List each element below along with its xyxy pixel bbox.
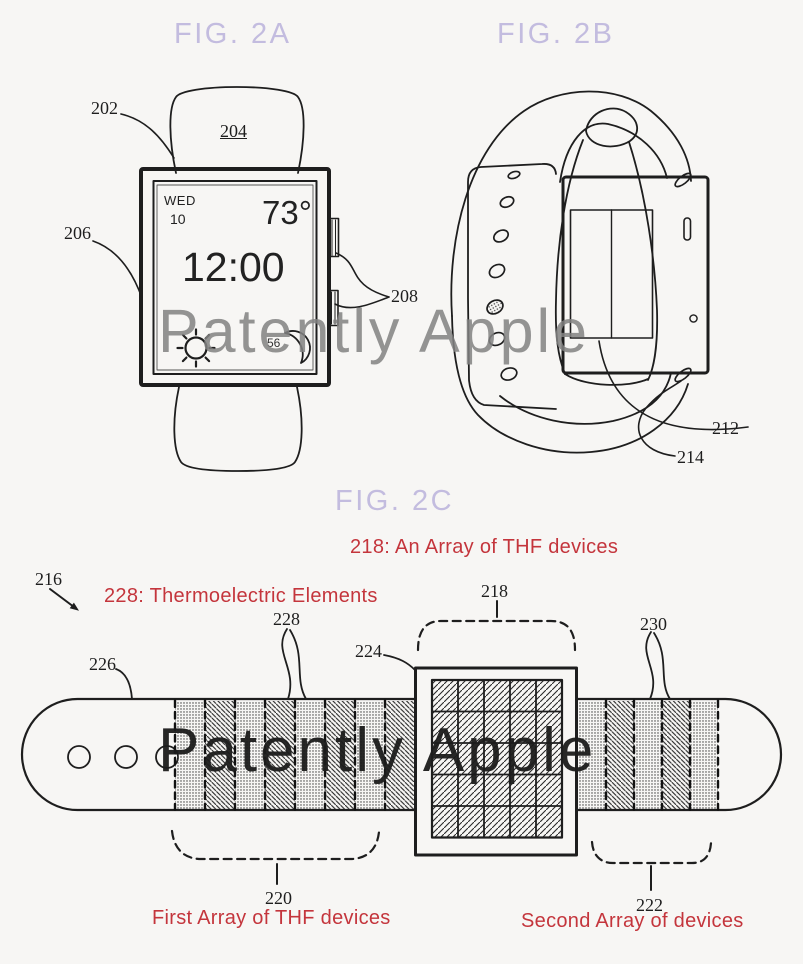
ref-212: 212 xyxy=(712,418,739,438)
band-loop-outer xyxy=(450,90,692,317)
fig2b-drawing xyxy=(450,90,749,457)
sun-icon xyxy=(176,328,216,368)
ref-222: 222 xyxy=(636,895,663,915)
strap-holes xyxy=(486,170,521,381)
arrow-216 xyxy=(49,588,79,611)
ref-220: 220 xyxy=(265,888,292,908)
bracket-218 xyxy=(416,619,577,652)
watermark-patently-apple-top: Patently Apple xyxy=(158,297,591,365)
moon-icon xyxy=(284,330,311,364)
strap-end-loop xyxy=(585,107,638,148)
thf-module-gridlines xyxy=(431,679,563,839)
side-button-bottom xyxy=(328,289,339,327)
watch-face-date: 10 xyxy=(170,211,186,227)
leader-208 xyxy=(334,252,390,309)
side-slot xyxy=(683,217,692,241)
ref-224: 224 xyxy=(355,641,382,661)
front-strap-right-edge xyxy=(628,141,659,381)
case-back xyxy=(561,175,710,375)
bracket-222 xyxy=(590,840,713,865)
ref-226: 226 xyxy=(89,654,116,674)
band-loop-inner xyxy=(559,122,668,183)
watch-screen-inner-line xyxy=(156,184,314,371)
fig2c-drawing xyxy=(20,588,783,891)
caption-first-array-220: First Array of THF devices xyxy=(152,907,391,929)
ref-206: 206 xyxy=(64,223,91,243)
leader-206 xyxy=(92,240,143,299)
fig2a-title: FIG. 2A xyxy=(174,18,292,50)
leader-202 xyxy=(120,113,175,159)
leader-230 xyxy=(645,631,671,700)
watch-face-temperature: 73° xyxy=(262,194,312,231)
watch-face-day: WED xyxy=(164,193,196,208)
caption-elements-228: 228: Thermoelectric Elements xyxy=(104,585,378,607)
ref-228: 228 xyxy=(273,609,300,629)
band-pin-bottom xyxy=(674,367,692,383)
first-array-separators xyxy=(173,699,387,811)
watch-band-top xyxy=(169,86,305,174)
watch-band-bottom xyxy=(173,386,303,472)
ref-230: 230 xyxy=(640,614,667,634)
bracket-220 xyxy=(170,829,381,861)
first-array-segments xyxy=(175,701,415,809)
watch-screen xyxy=(152,180,318,375)
mic-hole xyxy=(689,314,698,323)
watch-case xyxy=(139,167,331,387)
fig2c-title: FIG. 2C xyxy=(335,485,455,517)
fig2b-title: FIG. 2B xyxy=(497,18,615,50)
leader-212 xyxy=(598,340,749,431)
ref-208: 208 xyxy=(391,286,418,306)
leader-228 xyxy=(281,628,307,700)
strap-face xyxy=(467,163,557,410)
watch-face-moon-value: 56 xyxy=(267,336,281,350)
watch-face-time: 12:00 xyxy=(182,244,285,290)
leader-226 xyxy=(115,668,133,700)
side-button-top xyxy=(328,217,340,258)
thf-module-grid xyxy=(430,678,564,839)
band-pin-top xyxy=(674,172,692,188)
band-outline xyxy=(20,697,783,812)
watermark-patently-apple-bottom: Patently Apple xyxy=(158,716,597,785)
caption-array-218: 218: An Array of THF devices xyxy=(350,536,619,558)
fig2a-drawing xyxy=(92,86,390,472)
ref-214: 214 xyxy=(677,447,704,467)
ref-218: 218 xyxy=(481,581,508,601)
second-array-separators xyxy=(604,699,720,811)
caption-second-array-222: Second Array of devices xyxy=(521,910,744,932)
band-loop-outer-bottom xyxy=(451,315,689,454)
ref-216: 216 xyxy=(35,569,62,589)
ref-202: 202 xyxy=(91,98,118,118)
ref-204: 204 xyxy=(220,121,247,141)
second-array-segments xyxy=(578,701,718,809)
front-strap-bottom xyxy=(564,373,649,386)
leader-224 xyxy=(383,654,416,671)
leader-214 xyxy=(637,380,682,457)
